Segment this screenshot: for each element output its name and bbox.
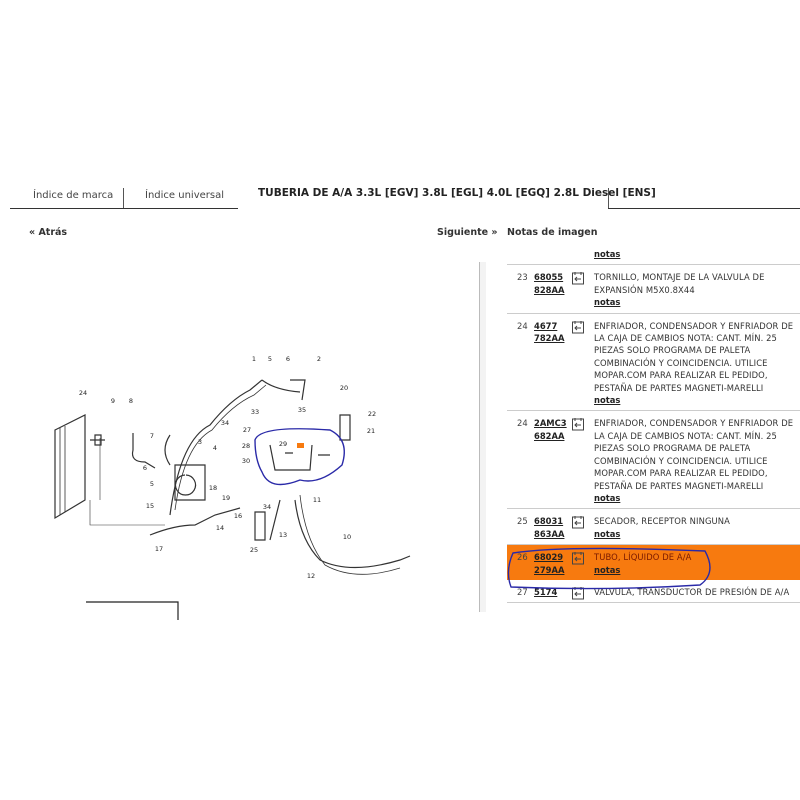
add-to-cart-icon[interactable] xyxy=(571,515,585,529)
callout-label[interactable]: 11 xyxy=(313,496,321,504)
back-link[interactable]: « Atrás xyxy=(29,227,68,238)
callout-label[interactable]: 19 xyxy=(222,494,230,502)
callout-label[interactable]: 35 xyxy=(298,406,306,414)
callout-label[interactable]: 7 xyxy=(150,432,154,440)
part-description: TORNILLO, MONTAJE DE LA VALVULA DE EXPAN… xyxy=(594,272,765,295)
hand-drawn-circle-selection xyxy=(507,547,711,590)
page-title: TUBERIA DE A/A 3.3L [EGV] 3.8L [EGL] 4.0… xyxy=(258,187,656,199)
callout-label[interactable]: 16 xyxy=(234,512,242,520)
part-description: ENFRIADOR, CONDENSADOR Y ENFRIADOR DE LA… xyxy=(594,418,794,491)
item-number: 25 xyxy=(517,516,528,527)
callout-label[interactable]: 8 xyxy=(129,397,133,405)
callout-label[interactable]: 34 xyxy=(263,503,271,511)
callout-label[interactable]: 2 xyxy=(317,355,321,363)
notes-link[interactable]: notas xyxy=(594,249,621,259)
hand-drawn-circle xyxy=(254,428,345,486)
parts-list-scrollbar[interactable] xyxy=(479,262,486,612)
add-to-cart-icon[interactable] xyxy=(571,271,585,285)
callout-label[interactable]: 20 xyxy=(340,384,348,392)
callout-label[interactable]: 34 xyxy=(221,419,229,427)
list-item-prev: notas xyxy=(507,245,800,266)
add-to-cart-icon[interactable] xyxy=(571,551,585,565)
callout-label[interactable]: 17 xyxy=(155,545,163,553)
notes-link[interactable]: notas xyxy=(594,492,621,503)
notes-link[interactable]: notas xyxy=(594,395,621,406)
add-to-cart-icon[interactable] xyxy=(571,320,585,334)
tab-universal-index[interactable]: Índice universal xyxy=(145,190,224,201)
callout-label[interactable]: 5 xyxy=(150,480,154,488)
compressor xyxy=(174,464,206,501)
item-number: 23 xyxy=(517,272,528,283)
item-number: 24 xyxy=(517,418,528,429)
condenser xyxy=(54,414,86,520)
title-underline xyxy=(608,208,800,209)
image-notes-link[interactable]: Notas de imagen xyxy=(507,227,598,238)
valve xyxy=(339,414,351,441)
callout-label[interactable]: 12 xyxy=(307,572,315,580)
callout-label[interactable]: 10 xyxy=(343,533,351,541)
callout-label[interactable]: 6 xyxy=(286,355,290,363)
part-description: SECADOR, RECEPTOR NINGUNA xyxy=(594,516,730,527)
callout-label[interactable]: 3 xyxy=(198,438,202,446)
tab-divider xyxy=(123,188,124,208)
callout-label[interactable]: 1 xyxy=(252,355,256,363)
callout-label[interactable]: 15 xyxy=(146,502,154,510)
tab-underline xyxy=(10,208,238,209)
callout-label[interactable]: 4 xyxy=(213,444,217,452)
callout-label[interactable]: 29 xyxy=(279,440,287,448)
part-number-link[interactable]: 5174 xyxy=(534,586,558,597)
dryer xyxy=(254,511,266,541)
item-number: 24 xyxy=(517,320,528,331)
callout-label[interactable]: 6 xyxy=(143,464,147,472)
callout-label[interactable]: 18 xyxy=(209,484,217,492)
item-number: 27 xyxy=(517,586,528,597)
callout-label[interactable]: 13 xyxy=(279,531,287,539)
callout-label[interactable]: 5 xyxy=(268,355,272,363)
callout-label[interactable]: 25 xyxy=(250,546,258,554)
callout-label[interactable]: 24 xyxy=(79,389,87,397)
next-link[interactable]: Siguiente » xyxy=(437,227,498,238)
callout-label[interactable]: 22 xyxy=(368,410,376,418)
notes-link[interactable]: notas xyxy=(594,564,621,575)
tab-brand-index[interactable]: Índice de marca xyxy=(33,190,114,201)
add-to-cart-icon[interactable] xyxy=(571,417,585,431)
title-divider xyxy=(608,188,609,208)
part-description: TUBO, LÍQUIDO DE A/A xyxy=(594,552,692,563)
callout-label[interactable]: 14 xyxy=(216,524,224,532)
callout-label[interactable]: 30 xyxy=(242,457,250,465)
part-description: VALVULA, TRANSDUCTOR DE PRESIÓN DE A/A xyxy=(594,586,790,597)
callout-label[interactable]: 33 xyxy=(251,408,259,416)
callout-label[interactable]: 27 xyxy=(243,426,251,434)
notes-link[interactable]: notas xyxy=(594,528,621,539)
part-description: ENFRIADOR, CONDENSADOR Y ENFRIADOR DE LA… xyxy=(594,320,794,393)
callout-label[interactable]: 21 xyxy=(367,427,375,435)
item-number: 26 xyxy=(517,552,528,563)
notes-link[interactable]: notas xyxy=(594,297,621,308)
callout-label[interactable]: 28 xyxy=(242,442,250,450)
callout-26-highlight xyxy=(297,443,304,448)
callout-label[interactable]: 9 xyxy=(111,397,115,405)
